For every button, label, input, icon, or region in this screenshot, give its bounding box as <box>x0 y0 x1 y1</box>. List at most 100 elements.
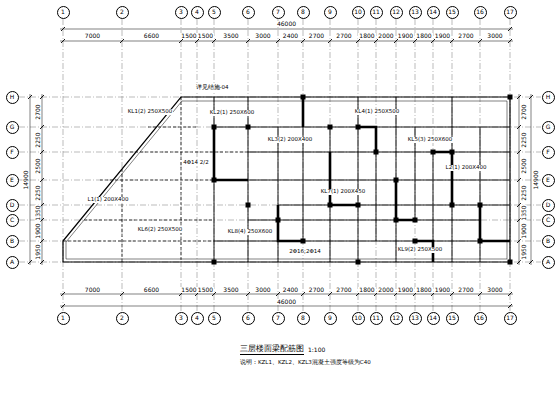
axis-label: H <box>10 94 15 100</box>
beam-note: KL6(2) 250X500 <box>137 227 183 233</box>
column <box>356 260 361 265</box>
axis-bubble: A <box>542 256 555 269</box>
dimension-text: 2700 <box>35 103 41 120</box>
dimension-tick <box>356 39 360 43</box>
axis-label: D <box>10 202 15 208</box>
dimension-text: 3000 <box>254 287 271 293</box>
axis-label: G <box>546 124 551 130</box>
axis-label: 9 <box>328 9 332 15</box>
dimension-text: 2700 <box>308 287 325 293</box>
axis-bubble: 9 <box>324 312 337 325</box>
dimension-text: 2400 <box>282 33 299 39</box>
axis-label: 7 <box>276 315 280 321</box>
axis-line <box>433 19 434 311</box>
dimension-tick <box>431 39 435 43</box>
axis-line <box>122 19 123 311</box>
axis-label: 6 <box>246 9 250 15</box>
axis-bubble: E <box>542 174 555 187</box>
dimension-text: 3500 <box>222 287 239 293</box>
dimension-tick <box>301 39 305 43</box>
dimension-text: 14900 <box>23 169 29 190</box>
beam-note: 2Φ16;2Φ14 <box>288 249 322 255</box>
axis-line <box>396 19 397 311</box>
dimension-tick <box>40 125 44 129</box>
dimension-text: 2250 <box>521 184 527 201</box>
column <box>246 203 251 208</box>
axis-bubble: C <box>542 214 555 227</box>
column <box>413 239 418 244</box>
axis-bubble: 13 <box>409 312 422 325</box>
column <box>356 203 361 208</box>
beam-note: KL3(2) 200X400 <box>267 137 313 143</box>
axis-label: C <box>10 217 14 223</box>
axis-bubble: 6 <box>242 6 255 19</box>
beam-note: KL1(2) 250X500 <box>127 109 173 115</box>
dimension-tick <box>478 292 482 296</box>
axis-label: 15 <box>448 315 456 321</box>
drawing-note: 说明：KZL1、KZL2、KZL3混凝土强度等级为C40 <box>240 360 371 366</box>
column <box>413 218 418 223</box>
axis-bubble: C <box>6 214 19 227</box>
axis-line <box>19 205 541 206</box>
axis-label: A <box>546 259 550 265</box>
dimension-tick <box>28 95 32 99</box>
axis-bubble: D <box>542 199 555 212</box>
dimension-text: 6600 <box>143 33 160 39</box>
axis-bubble: 11 <box>370 312 383 325</box>
axis-line <box>63 19 64 311</box>
dimension-line <box>60 306 513 307</box>
drawing-title: 三层楼面梁配筋图 <box>240 345 304 355</box>
dimension-text: 1900 <box>397 33 414 39</box>
column <box>328 125 333 130</box>
axis-bubble: 15 <box>446 6 459 19</box>
dimension-text: 2250 <box>35 131 41 148</box>
axis-label: 12 <box>392 9 400 15</box>
dimension-text: 1900 <box>35 222 41 239</box>
axis-bubble: H <box>542 91 555 104</box>
axis-bubble: 5 <box>208 6 221 19</box>
column <box>276 218 281 223</box>
dimension-tick <box>40 178 44 182</box>
axis-line <box>19 127 541 128</box>
dimension-tick <box>212 39 216 43</box>
column <box>508 260 513 265</box>
axis-bubble: D <box>6 199 19 212</box>
dimension-tick <box>529 260 533 264</box>
dimension-text: 1500 <box>197 287 214 293</box>
axis-label: 2 <box>120 315 124 321</box>
axis-label: 6 <box>246 315 250 321</box>
axis-label: 9 <box>328 315 332 321</box>
axis-line <box>278 19 279 311</box>
dimension-tick <box>120 292 124 296</box>
dimension-tick <box>517 125 521 129</box>
dimension-text: 1350 <box>35 204 41 221</box>
beam-note: KL9(2) 250X500 <box>397 247 443 253</box>
dimension-tick <box>328 292 332 296</box>
dimension-tick <box>40 150 44 154</box>
dimension-text: 2700 <box>308 33 325 39</box>
dimension-tick <box>195 39 199 43</box>
dimension-tick <box>394 39 398 43</box>
axis-label: 14 <box>429 9 437 15</box>
dimension-text: 1800 <box>415 33 432 39</box>
axis-bubble: G <box>542 121 555 134</box>
dimension-tick <box>276 39 280 43</box>
dimension-text: 2700 <box>521 103 527 120</box>
dimension-tick <box>40 95 44 99</box>
beam-note: KL4(1) 250X500 <box>354 109 400 115</box>
axis-bubble: 12 <box>390 6 403 19</box>
beam-note: L2(1) 200X400 <box>445 165 488 171</box>
axis-label: E <box>546 177 550 183</box>
axis-label: 1 <box>61 9 65 15</box>
dimension-line <box>60 29 513 30</box>
dimension-text: 2000 <box>377 287 394 293</box>
axis-bubble: 14 <box>427 6 440 19</box>
shear-walls <box>214 97 510 262</box>
axis-bubble: 7 <box>272 312 285 325</box>
dimension-tick <box>328 39 332 43</box>
axis-label: 5 <box>212 9 216 15</box>
dimension-text: 2250 <box>521 131 527 148</box>
column <box>450 203 455 208</box>
axis-bubble: 16 <box>474 6 487 19</box>
